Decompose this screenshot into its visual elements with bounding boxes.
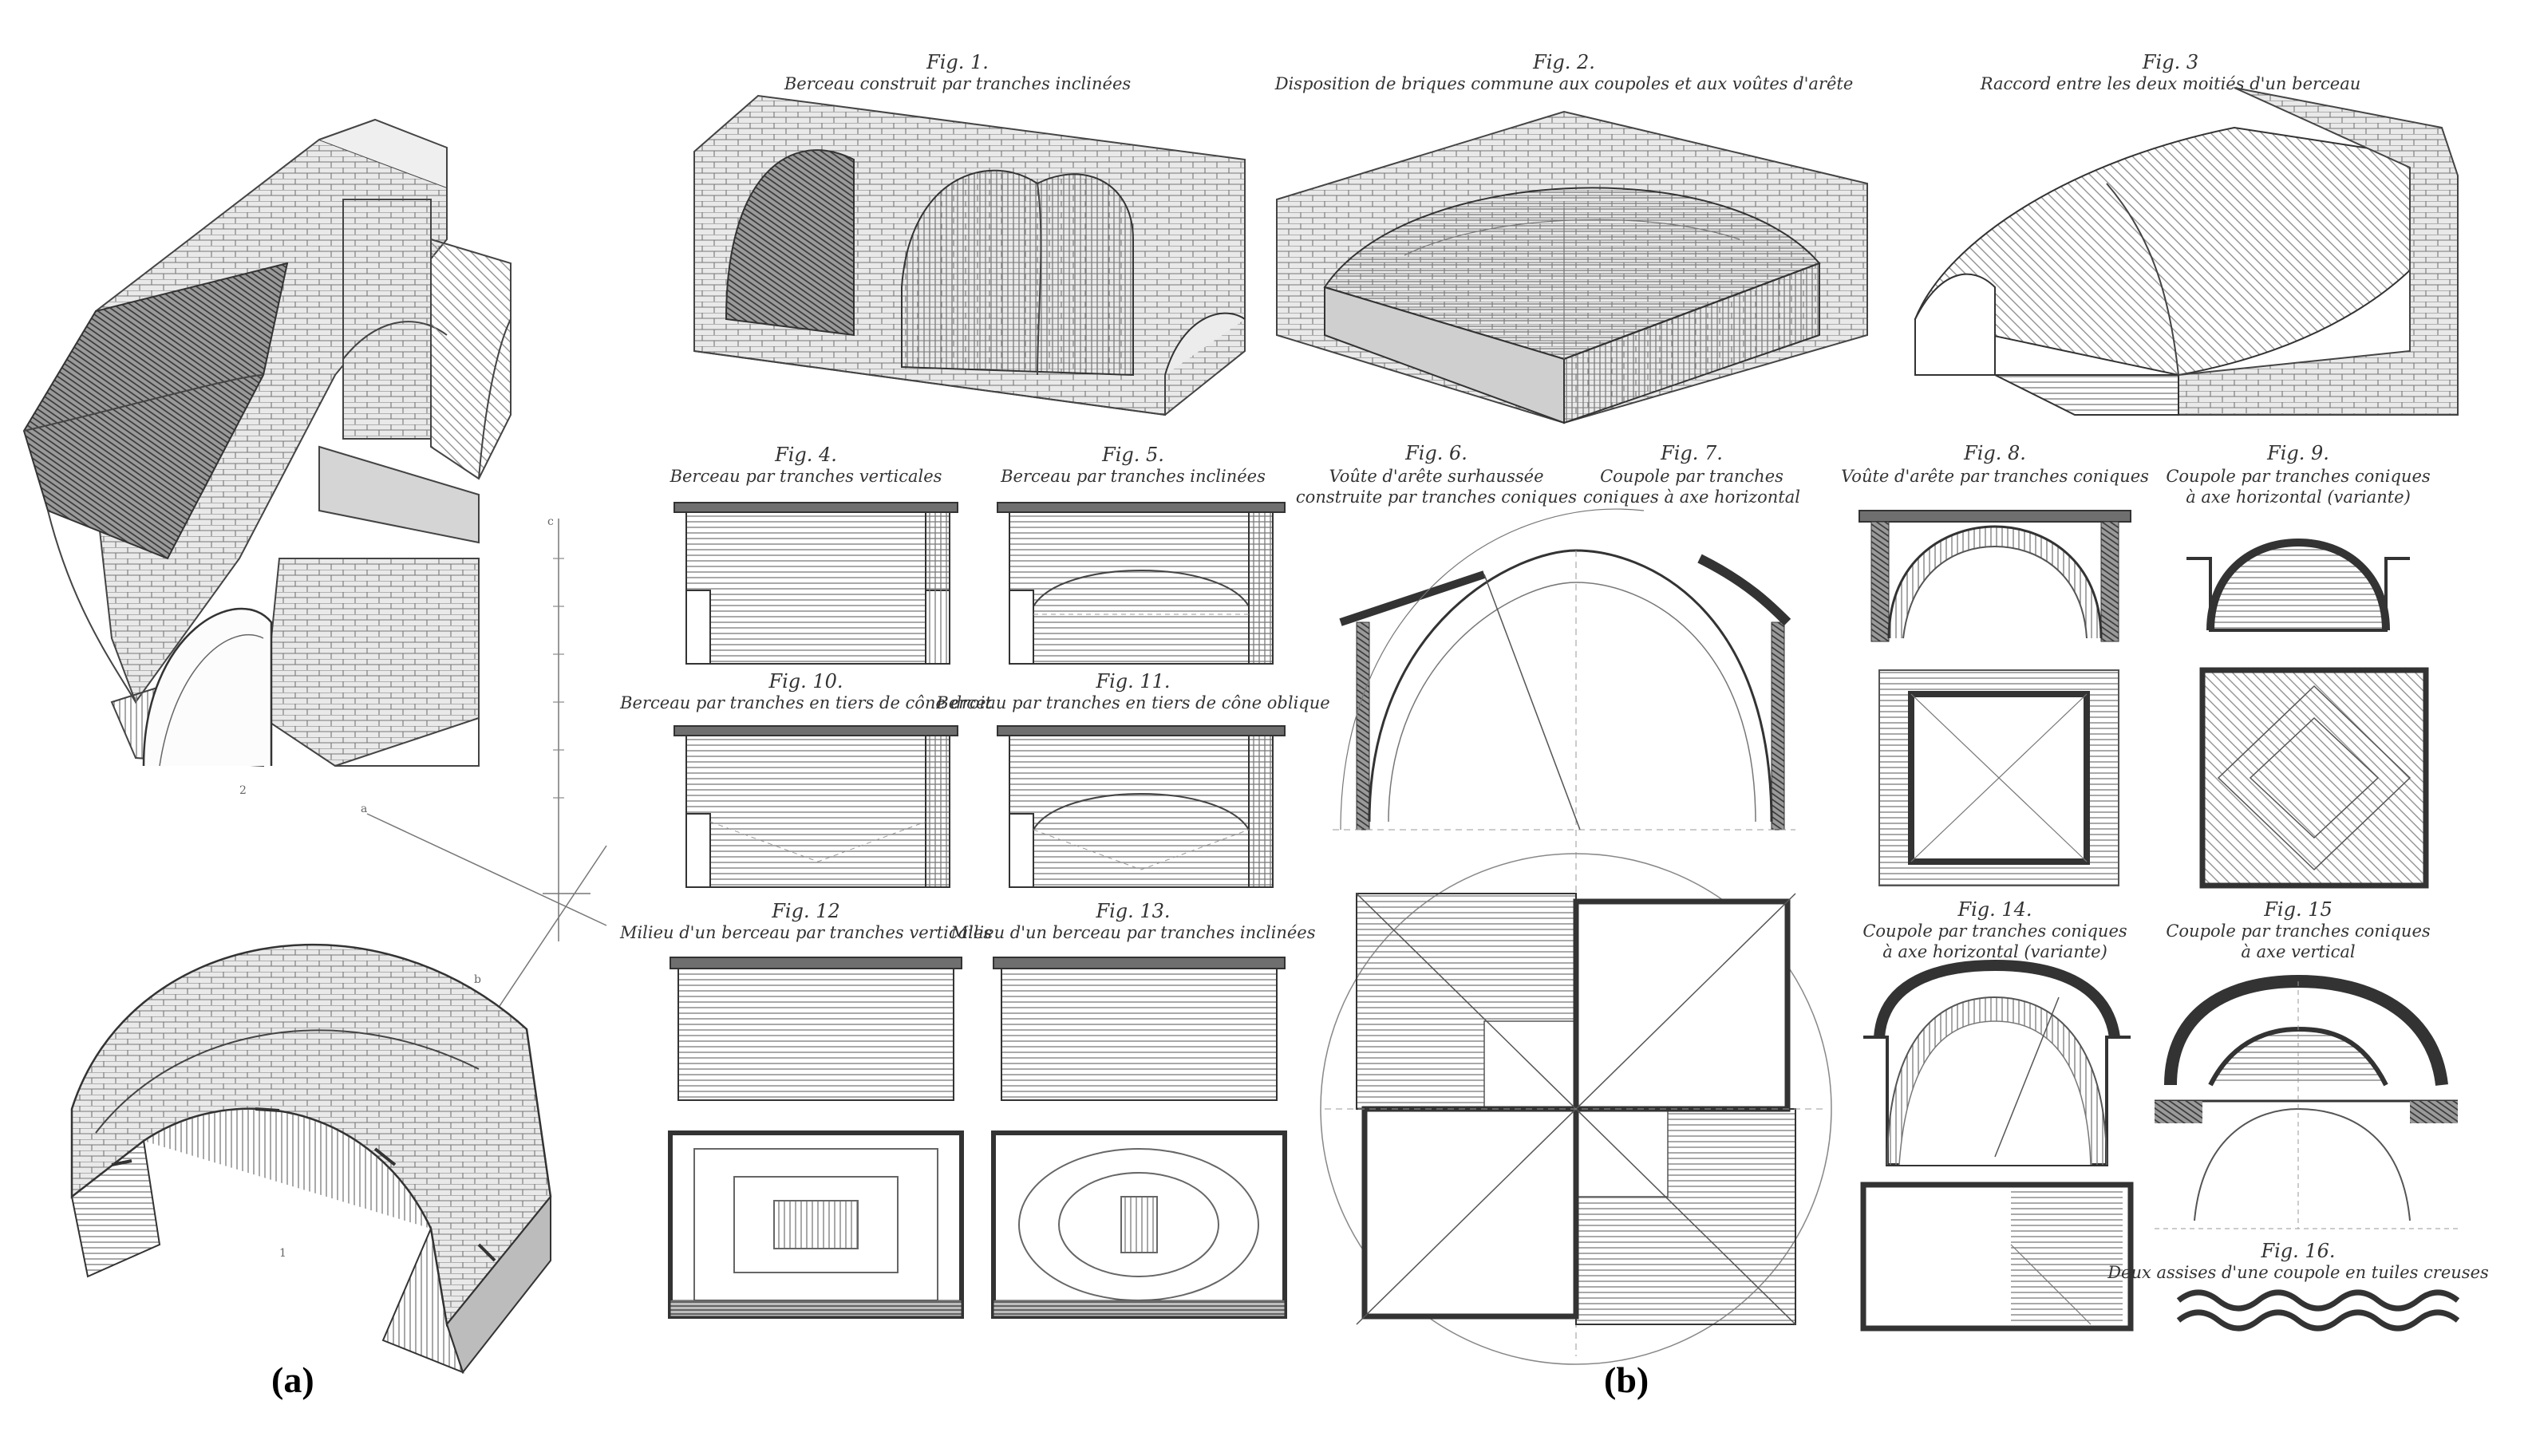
fig-11-title: Berceau par tranches en tiers de cône ob… — [935, 693, 1329, 712]
fig-4-number: Fig. 4. — [774, 444, 837, 466]
fig-12-title: Milieu d'un berceau par tranches vertica… — [619, 923, 992, 942]
fig-16-title: Deux assises d'une coupole en tuiles cre… — [2107, 1263, 2489, 1282]
fig-3: Fig. 3 Raccord entre les deux moitiés d'… — [1914, 51, 2459, 416]
fig-11: Fig. 11. Berceau par tranches en tiers d… — [935, 670, 1330, 888]
fig-7-subtitle: coniques à axe horizontal — [1583, 487, 1800, 507]
fig-9-number: Fig. 9. — [2266, 442, 2329, 464]
fig-16: Fig. 16. Deux assises d'une coupole en t… — [2107, 1240, 2489, 1332]
fig-3-number: Fig. 3 — [2142, 51, 2198, 73]
fig-2-title: Disposition de briques commune aux coupo… — [1274, 74, 1854, 93]
fig-12: Fig. 12 Milieu d'un berceau par tranches… — [619, 900, 992, 1319]
fig-16-number: Fig. 16. — [2260, 1240, 2335, 1262]
axis-label-1: 1 — [279, 1247, 286, 1260]
fig-8: Fig. 8. Voûte d'arête par tranches coniq… — [1841, 442, 2149, 886]
fig-2: Fig. 2. Disposition de briques commune a… — [1274, 51, 1868, 424]
fig-15-subtitle: à axe vertical — [2241, 942, 2355, 961]
fig-6-number: Fig. 6. — [1404, 442, 1467, 464]
fig-1-title: Berceau construit par tranches inclinées — [784, 74, 1132, 93]
fig-12-number: Fig. 12 — [771, 900, 840, 922]
fig-9-subtitle: à axe horizontal (variante) — [2186, 487, 2411, 507]
axis-label-2: 2 — [239, 784, 247, 797]
fig-9: Fig. 9. Coupole par tranches coniques à … — [2166, 442, 2431, 889]
fig-10-title: Berceau par tranches en tiers de cône dr… — [619, 693, 992, 712]
panel-label-b: (b) — [1604, 1359, 1649, 1400]
fig-3-title: Raccord entre les deux moitiés d'un berc… — [1980, 74, 2361, 93]
fig-6-subtitle: construite par tranches coniques — [1296, 487, 1577, 507]
fig-5-title: Berceau par tranches inclinées — [1000, 467, 1266, 486]
fig-7-number: Fig. 7. — [1660, 442, 1723, 464]
axis-scale: c a b 2 1 — [239, 515, 607, 1260]
fig-14-subtitle: à axe horizontal (variante) — [1882, 942, 2107, 961]
fig-10-number: Fig. 10. — [768, 670, 843, 692]
fig-13: Fig. 13. Milieu d'un berceau par tranche… — [950, 900, 1316, 1319]
fig-4-title: Berceau par tranches verticales — [670, 467, 942, 486]
axis-label-b: b — [474, 973, 481, 986]
fig-4: Fig. 4. Berceau par tranches verticales — [670, 444, 958, 665]
fig-1-number: Fig. 1. — [926, 51, 989, 73]
fig-6-title: Voûte d'arête surhaussée — [1329, 467, 1543, 486]
axis-label-c: c — [547, 515, 554, 528]
fig-15: Fig. 15 Coupole par tranches coniques à … — [2155, 898, 2458, 1229]
fig-1: Fig. 1. Berceau construit par tranches i… — [693, 51, 1246, 416]
panel-a: c a b 2 1 (a) — [22, 118, 607, 1400]
fig-10: Fig. 10. Berceau par tranches en tiers d… — [619, 670, 992, 888]
fig-15-number: Fig. 15 — [2263, 898, 2333, 921]
fig-8-number: Fig. 8. — [1963, 442, 2026, 464]
fig-11-number: Fig. 11. — [1095, 670, 1170, 692]
fig-15-title: Coupole par tranches coniques — [2166, 921, 2431, 941]
fig-8-title: Voûte d'arête par tranches coniques — [1841, 467, 2149, 486]
fig-13-title: Milieu d'un berceau par tranches incliné… — [950, 923, 1316, 942]
fig-14-number: Fig. 14. — [1957, 898, 2032, 921]
fig-14-title: Coupole par tranches coniques — [1862, 921, 2127, 941]
fig-13-number: Fig. 13. — [1095, 900, 1170, 922]
fig-5-number: Fig. 5. — [1101, 444, 1164, 466]
fig-2-number: Fig. 2. — [1532, 51, 1595, 73]
arch-isometric — [70, 943, 552, 1375]
fig-14: Fig. 14. Coupole par tranches coniques à… — [1860, 898, 2134, 1332]
fig-5: Fig. 5. Berceau par tranches inclinées — [997, 444, 1286, 665]
panel-b: Fig. 1. Berceau construit par tranches i… — [619, 51, 2489, 1400]
panel-label-a: (a) — [271, 1359, 314, 1400]
fig-7-title: Coupole par tranches — [1600, 467, 1783, 486]
fig-6-7-construction: Fig. 6. Voûte d'arête surhaussée constru… — [1296, 442, 1832, 1365]
axis-label-a: a — [361, 803, 367, 815]
groin-vault-isometric — [22, 118, 512, 767]
fig-9-title: Coupole par tranches coniques — [2166, 467, 2431, 486]
